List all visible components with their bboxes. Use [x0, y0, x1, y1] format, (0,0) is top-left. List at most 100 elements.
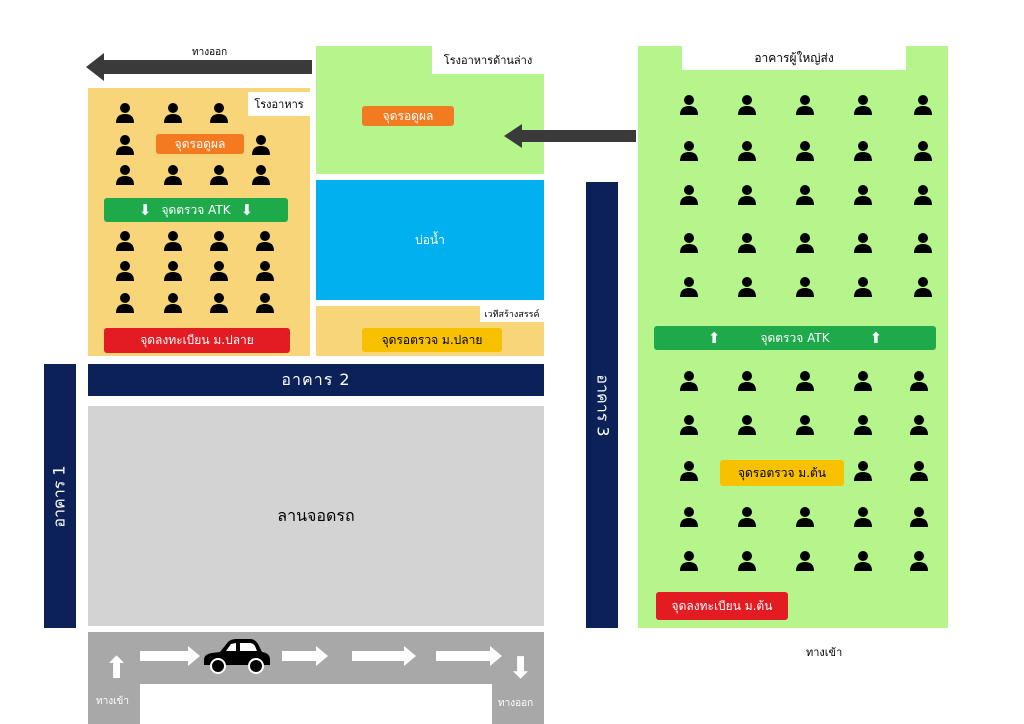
person-icon — [736, 232, 758, 254]
right-arrow-icon — [282, 646, 328, 666]
person-icon — [912, 94, 934, 116]
right-entry-label: ทางเข้า — [806, 646, 843, 659]
person-icon — [794, 276, 816, 298]
person-icon — [908, 550, 930, 572]
top-exit-arrowhead — [86, 53, 104, 81]
person-icon — [114, 292, 136, 314]
person-icon — [736, 94, 758, 116]
building-2: อาคาร 2 — [88, 364, 544, 396]
pond-area: บ่อน้ำ — [316, 180, 544, 300]
person-icon — [678, 370, 700, 392]
senior-wait-point: จุดรอตรวจ ม.ต้น — [720, 460, 844, 486]
person-icon — [162, 230, 184, 252]
stage-title: เวทีสร้างสรรค์ — [484, 310, 540, 320]
down-arrow-icon: ⬇ — [240, 201, 254, 219]
person-icon — [852, 140, 874, 162]
person-icon — [162, 164, 184, 186]
person-icon — [162, 292, 184, 314]
building-1-label: อาคาร 1 — [49, 464, 69, 528]
top-exit-arrow — [100, 60, 312, 74]
person-icon — [852, 460, 874, 482]
canteen-wait-point: จุดรอดูผล — [156, 134, 244, 154]
person-icon — [794, 140, 816, 162]
lower-canteen-title: โรงอาหารด้านล่าง — [443, 54, 533, 67]
building-3: อาคาร 3 — [586, 182, 618, 628]
person-icon — [208, 292, 230, 314]
person-icon — [736, 184, 758, 206]
person-icon — [908, 506, 930, 528]
person-icon — [852, 370, 874, 392]
person-icon — [678, 94, 700, 116]
person-icon — [852, 276, 874, 298]
person-icon — [794, 94, 816, 116]
person-icon — [852, 414, 874, 436]
person-icon — [794, 184, 816, 206]
person-icon — [736, 506, 758, 528]
canteen-title-box: โรงอาหาร — [248, 92, 310, 116]
person-icon — [736, 140, 758, 162]
right-arrow-icon — [436, 646, 502, 666]
building-1: อาคาร 1 — [44, 364, 76, 628]
person-icon — [678, 506, 700, 528]
person-icon — [912, 184, 934, 206]
senior-atk-point: ⬆ จุดตรวจ ATK ⬆ — [654, 326, 936, 350]
road-inner — [140, 684, 492, 724]
person-icon — [736, 414, 758, 436]
stage-title-box: เวทีสร้างสรรค์ — [480, 306, 544, 322]
person-icon — [852, 184, 874, 206]
person-icon — [678, 232, 700, 254]
up-arrow-icon: ⬆ — [104, 651, 130, 686]
down-arrow-icon: ⬇ — [138, 201, 152, 219]
road-entry-label: ทางเข้า — [96, 696, 129, 707]
person-icon — [114, 164, 136, 186]
person-icon — [908, 414, 930, 436]
down-arrow-icon: ⬇ — [508, 651, 534, 686]
person-icon — [678, 414, 700, 436]
right-arrow-icon — [352, 646, 416, 666]
person-icon — [794, 550, 816, 572]
parking-label: ลานจอดรถ — [277, 505, 355, 525]
up-arrow-icon: ⬆ — [707, 329, 721, 347]
building-2-label: อาคาร 2 — [281, 369, 351, 389]
flow-arrow — [520, 130, 636, 142]
person-icon — [678, 184, 700, 206]
right-arrow-icon — [140, 646, 200, 666]
person-icon — [254, 230, 276, 252]
person-icon — [114, 102, 136, 124]
person-icon — [250, 134, 272, 156]
senior-building-title: อาคารผู้ใหญ่ส่ง — [754, 50, 834, 65]
person-icon — [678, 550, 700, 572]
senior-register-point: จุดลงทะเบียน ม.ต้น — [656, 592, 788, 620]
person-icon — [852, 506, 874, 528]
person-icon — [912, 276, 934, 298]
canteen-area — [88, 88, 310, 356]
person-icon — [908, 460, 930, 482]
canteen-atk-point: ⬇ จุดตรวจ ATK ⬇ — [104, 198, 288, 222]
road-left — [88, 684, 140, 724]
person-icon — [794, 232, 816, 254]
road-right — [492, 684, 544, 724]
canteen-title: โรงอาหาร — [254, 98, 304, 111]
person-icon — [852, 232, 874, 254]
person-icon — [736, 276, 758, 298]
flow-arrowhead — [504, 124, 522, 148]
person-icon — [208, 230, 230, 252]
person-icon — [912, 232, 934, 254]
person-icon — [114, 230, 136, 252]
senior-atk-label: จุดตรวจ ATK — [760, 330, 830, 345]
person-icon — [852, 94, 874, 116]
person-icon — [678, 276, 700, 298]
person-icon — [908, 370, 930, 392]
person-icon — [208, 164, 230, 186]
person-icon — [114, 134, 136, 156]
person-icon — [208, 102, 230, 124]
top-exit-label: ทางออก — [192, 47, 228, 58]
person-icon — [852, 550, 874, 572]
lower-canteen-wait-point: จุดรอดูผล — [362, 106, 454, 126]
canteen-atk-label: จุดตรวจ ATK — [161, 202, 231, 217]
stage-wait-point: จุดรอตรวจ ม.ปลาย — [362, 328, 502, 352]
person-icon — [114, 260, 136, 282]
up-arrow-icon: ⬆ — [869, 329, 883, 347]
person-icon — [678, 460, 700, 482]
person-icon — [736, 370, 758, 392]
